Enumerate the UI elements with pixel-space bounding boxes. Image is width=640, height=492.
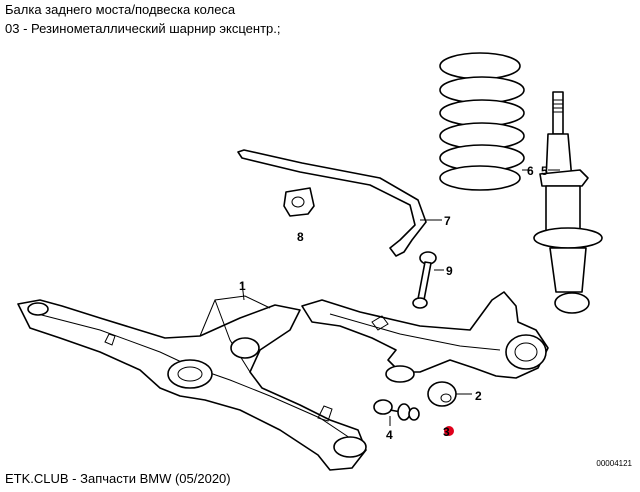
part-number-7: 7 bbox=[444, 214, 451, 228]
diagram-title: Балка заднего моста/подвеска колеса bbox=[5, 2, 236, 17]
part-number-3: 3 bbox=[443, 425, 450, 439]
part-number-6: 6 bbox=[527, 164, 534, 178]
eccentric-bolt bbox=[373, 399, 420, 426]
source-footer: ETK.CLUB - Запчасти BMW (05/2020) bbox=[5, 471, 231, 486]
coil-spring bbox=[439, 52, 532, 191]
stabilizer-mount bbox=[283, 187, 315, 217]
diagram-code: 00004121 bbox=[596, 459, 632, 468]
part-number-5: 5 bbox=[541, 164, 548, 178]
part-number-1: 1 bbox=[239, 279, 246, 293]
part-number-9: 9 bbox=[446, 264, 453, 278]
stabilizer-bar bbox=[237, 149, 442, 257]
stabilizer-link bbox=[412, 251, 444, 309]
part-number-2: 2 bbox=[475, 389, 482, 403]
highlight-marker bbox=[444, 426, 454, 436]
rubber-mount bbox=[427, 381, 472, 407]
axle-carrier bbox=[17, 282, 367, 471]
shock-absorber bbox=[533, 91, 603, 314]
part-number-8: 8 bbox=[297, 230, 304, 244]
trailing-arm bbox=[301, 291, 549, 383]
part-number-4: 4 bbox=[386, 428, 393, 442]
diagram-subtitle: 03 - Резинометаллический шарнир эксцентр… bbox=[5, 21, 281, 36]
